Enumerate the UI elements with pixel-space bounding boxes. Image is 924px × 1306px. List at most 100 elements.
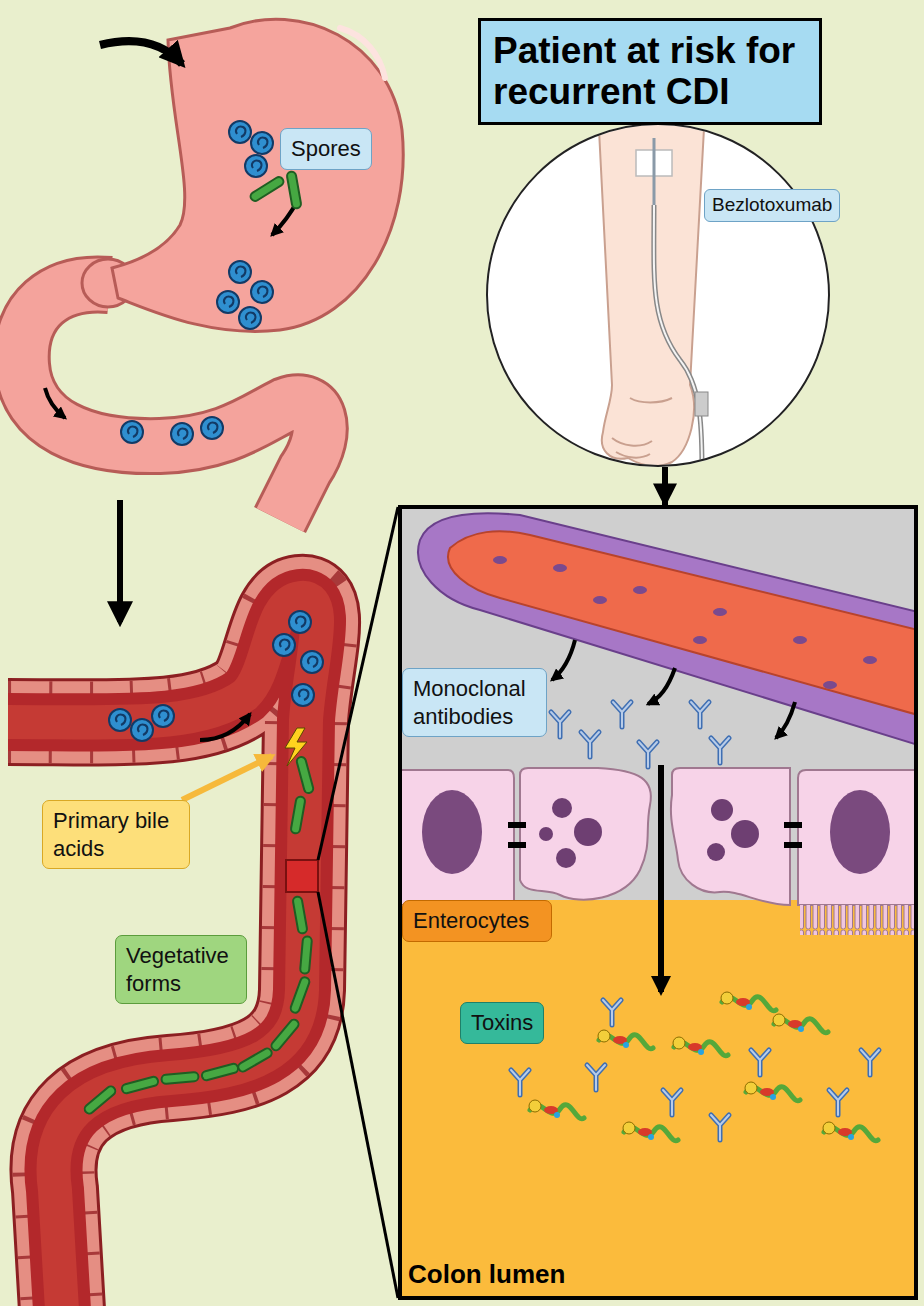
leader-arrow	[182, 756, 272, 800]
spores	[229, 121, 251, 143]
tissue-section	[745, 1082, 800, 1101]
flow-arrow	[45, 388, 65, 418]
colon	[8, 598, 317, 1306]
tissue-section	[553, 564, 567, 572]
vegetative-rods	[305, 941, 307, 969]
tissue-section	[598, 1030, 653, 1049]
colon	[8, 598, 317, 1306]
tissue-section	[623, 1122, 678, 1141]
tissue-section	[520, 768, 651, 900]
tissue-section	[529, 992, 878, 1141]
vegetative-rods	[89, 1091, 110, 1109]
spores	[229, 261, 251, 283]
tissue-section	[721, 992, 776, 1011]
vegetative-rods	[298, 901, 303, 929]
tissue-section	[793, 636, 807, 644]
tissue-section	[751, 1050, 769, 1075]
tissue-section	[707, 843, 725, 861]
vegetative-rods	[255, 176, 296, 204]
tissue-section	[784, 822, 802, 828]
tissue-section	[691, 702, 709, 727]
spores	[131, 719, 153, 741]
zoom-panel: Monoclonal antibodiesEnterocytesToxinsCo…	[398, 505, 918, 1300]
spores	[217, 291, 239, 313]
spores	[245, 155, 267, 177]
tissue-section	[422, 790, 482, 874]
box-text: Patient at risk for recurrent CDI	[493, 30, 807, 113]
zoom-marker	[286, 860, 318, 892]
tissue-section	[829, 1090, 847, 1115]
tissue-section	[823, 1122, 878, 1141]
spores	[251, 281, 273, 303]
tissue-section	[673, 1037, 728, 1056]
arm-infusion	[653, 138, 656, 205]
vegetative-rods	[296, 801, 301, 829]
zoom-line	[318, 892, 398, 1298]
vegetative-rods	[295, 982, 305, 1008]
tissue-section	[830, 790, 890, 874]
spores	[239, 307, 261, 329]
box-text: Colon lumen	[408, 1259, 914, 1290]
colon	[8, 598, 317, 1306]
circle-outline	[486, 123, 830, 467]
label-box: Spores	[280, 128, 372, 170]
tissue-section	[551, 712, 569, 737]
arm-infusion	[612, 398, 672, 458]
tissue-section	[402, 509, 914, 1296]
tissue-section	[713, 608, 727, 616]
vegetative-rods	[126, 1081, 153, 1088]
tissue-section	[587, 1065, 605, 1090]
label-box: Toxins	[460, 1002, 544, 1044]
flow-arrow	[117, 500, 123, 622]
tissue-section	[707, 799, 759, 861]
vegetative-rods	[292, 176, 297, 204]
colon	[8, 598, 317, 1306]
arm-infusion	[598, 110, 705, 466]
flow-arrow	[45, 41, 298, 622]
tissue-section	[508, 822, 802, 848]
arm-infusion	[598, 110, 708, 470]
spores	[109, 709, 131, 731]
zoom-line	[318, 507, 398, 1298]
tissue-section	[639, 742, 657, 767]
tissue-section	[863, 656, 877, 664]
box-text: Bezlotoxumab	[704, 189, 840, 222]
tissue-section	[693, 636, 707, 644]
connector-arrow	[662, 467, 668, 505]
vegetative-rods	[255, 182, 279, 197]
tissue-section	[648, 668, 675, 704]
spores	[171, 423, 193, 445]
tissue-section	[798, 770, 914, 905]
spores	[292, 684, 314, 706]
tissue-section	[823, 681, 837, 689]
tissue-section	[593, 596, 607, 604]
spores	[273, 634, 295, 656]
tissue-section	[556, 848, 576, 868]
tissue-section	[633, 586, 647, 594]
tissue-section	[529, 1100, 584, 1119]
tissue-section	[539, 798, 602, 868]
spores	[121, 121, 273, 445]
tissue-section	[731, 820, 759, 848]
label-box: Vegetative forms	[115, 935, 247, 1004]
tissue-section	[493, 556, 507, 564]
tissue-section	[711, 1115, 729, 1140]
label-box: Primary bile acids	[42, 800, 190, 869]
tissue-section	[539, 827, 553, 841]
tissue-section	[658, 765, 664, 992]
vegetative-rods	[243, 1053, 267, 1067]
tissue-section	[711, 799, 733, 821]
vegetative-rods	[166, 1077, 194, 1079]
spores	[301, 651, 323, 673]
spores	[121, 421, 143, 443]
tissue-section	[511, 1070, 529, 1095]
tissue-section	[671, 768, 790, 905]
tissue-section	[800, 905, 914, 935]
tissue-section	[613, 702, 631, 727]
tissue-section	[603, 1000, 621, 1025]
vegetative-rods	[276, 1024, 294, 1045]
colon	[8, 598, 317, 1306]
spores	[109, 611, 323, 741]
